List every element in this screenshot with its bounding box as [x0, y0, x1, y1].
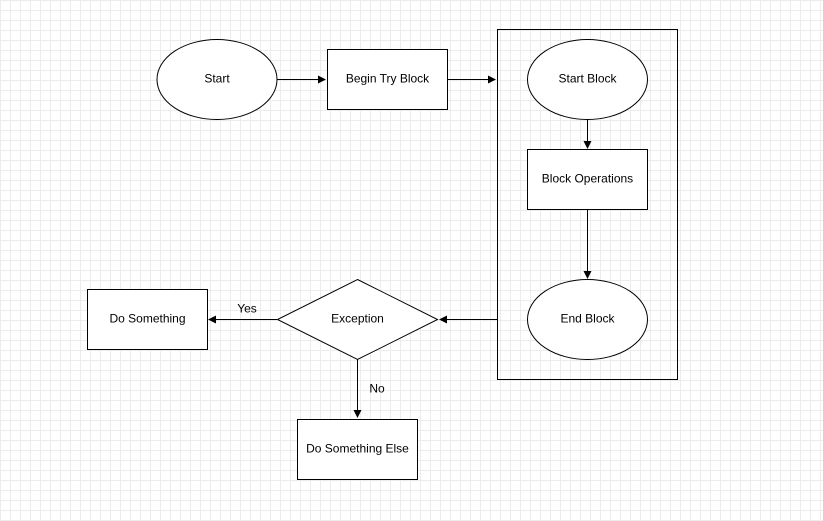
edge-label-yes: Yes [237, 302, 257, 316]
node-end-block[interactable]: End Block [527, 279, 648, 360]
node-do-something-label: Do Something [109, 312, 185, 326]
node-start[interactable]: Start [156, 39, 278, 120]
node-exception-decision[interactable]: Exception [276, 278, 439, 361]
node-do-something-else[interactable]: Do Something Else [297, 419, 418, 480]
node-block-operations[interactable]: Block Operations [527, 149, 648, 210]
node-begin-try-block[interactable]: Begin Try Block [327, 49, 448, 110]
node-block-operations-label: Block Operations [542, 172, 633, 186]
node-start-label: Start [204, 72, 230, 86]
edge-label-no: No [369, 382, 385, 396]
try-block-container[interactable] [497, 29, 678, 380]
node-end-block-label: End Block [560, 312, 615, 326]
node-start-block[interactable]: Start Block [527, 39, 648, 120]
node-do-something-else-label: Do Something Else [306, 442, 409, 456]
node-start-block-label: Start Block [558, 72, 617, 86]
node-exception-label: Exception [331, 312, 384, 326]
node-do-something[interactable]: Do Something [87, 289, 208, 350]
node-begin-try-block-label: Begin Try Block [346, 72, 430, 86]
